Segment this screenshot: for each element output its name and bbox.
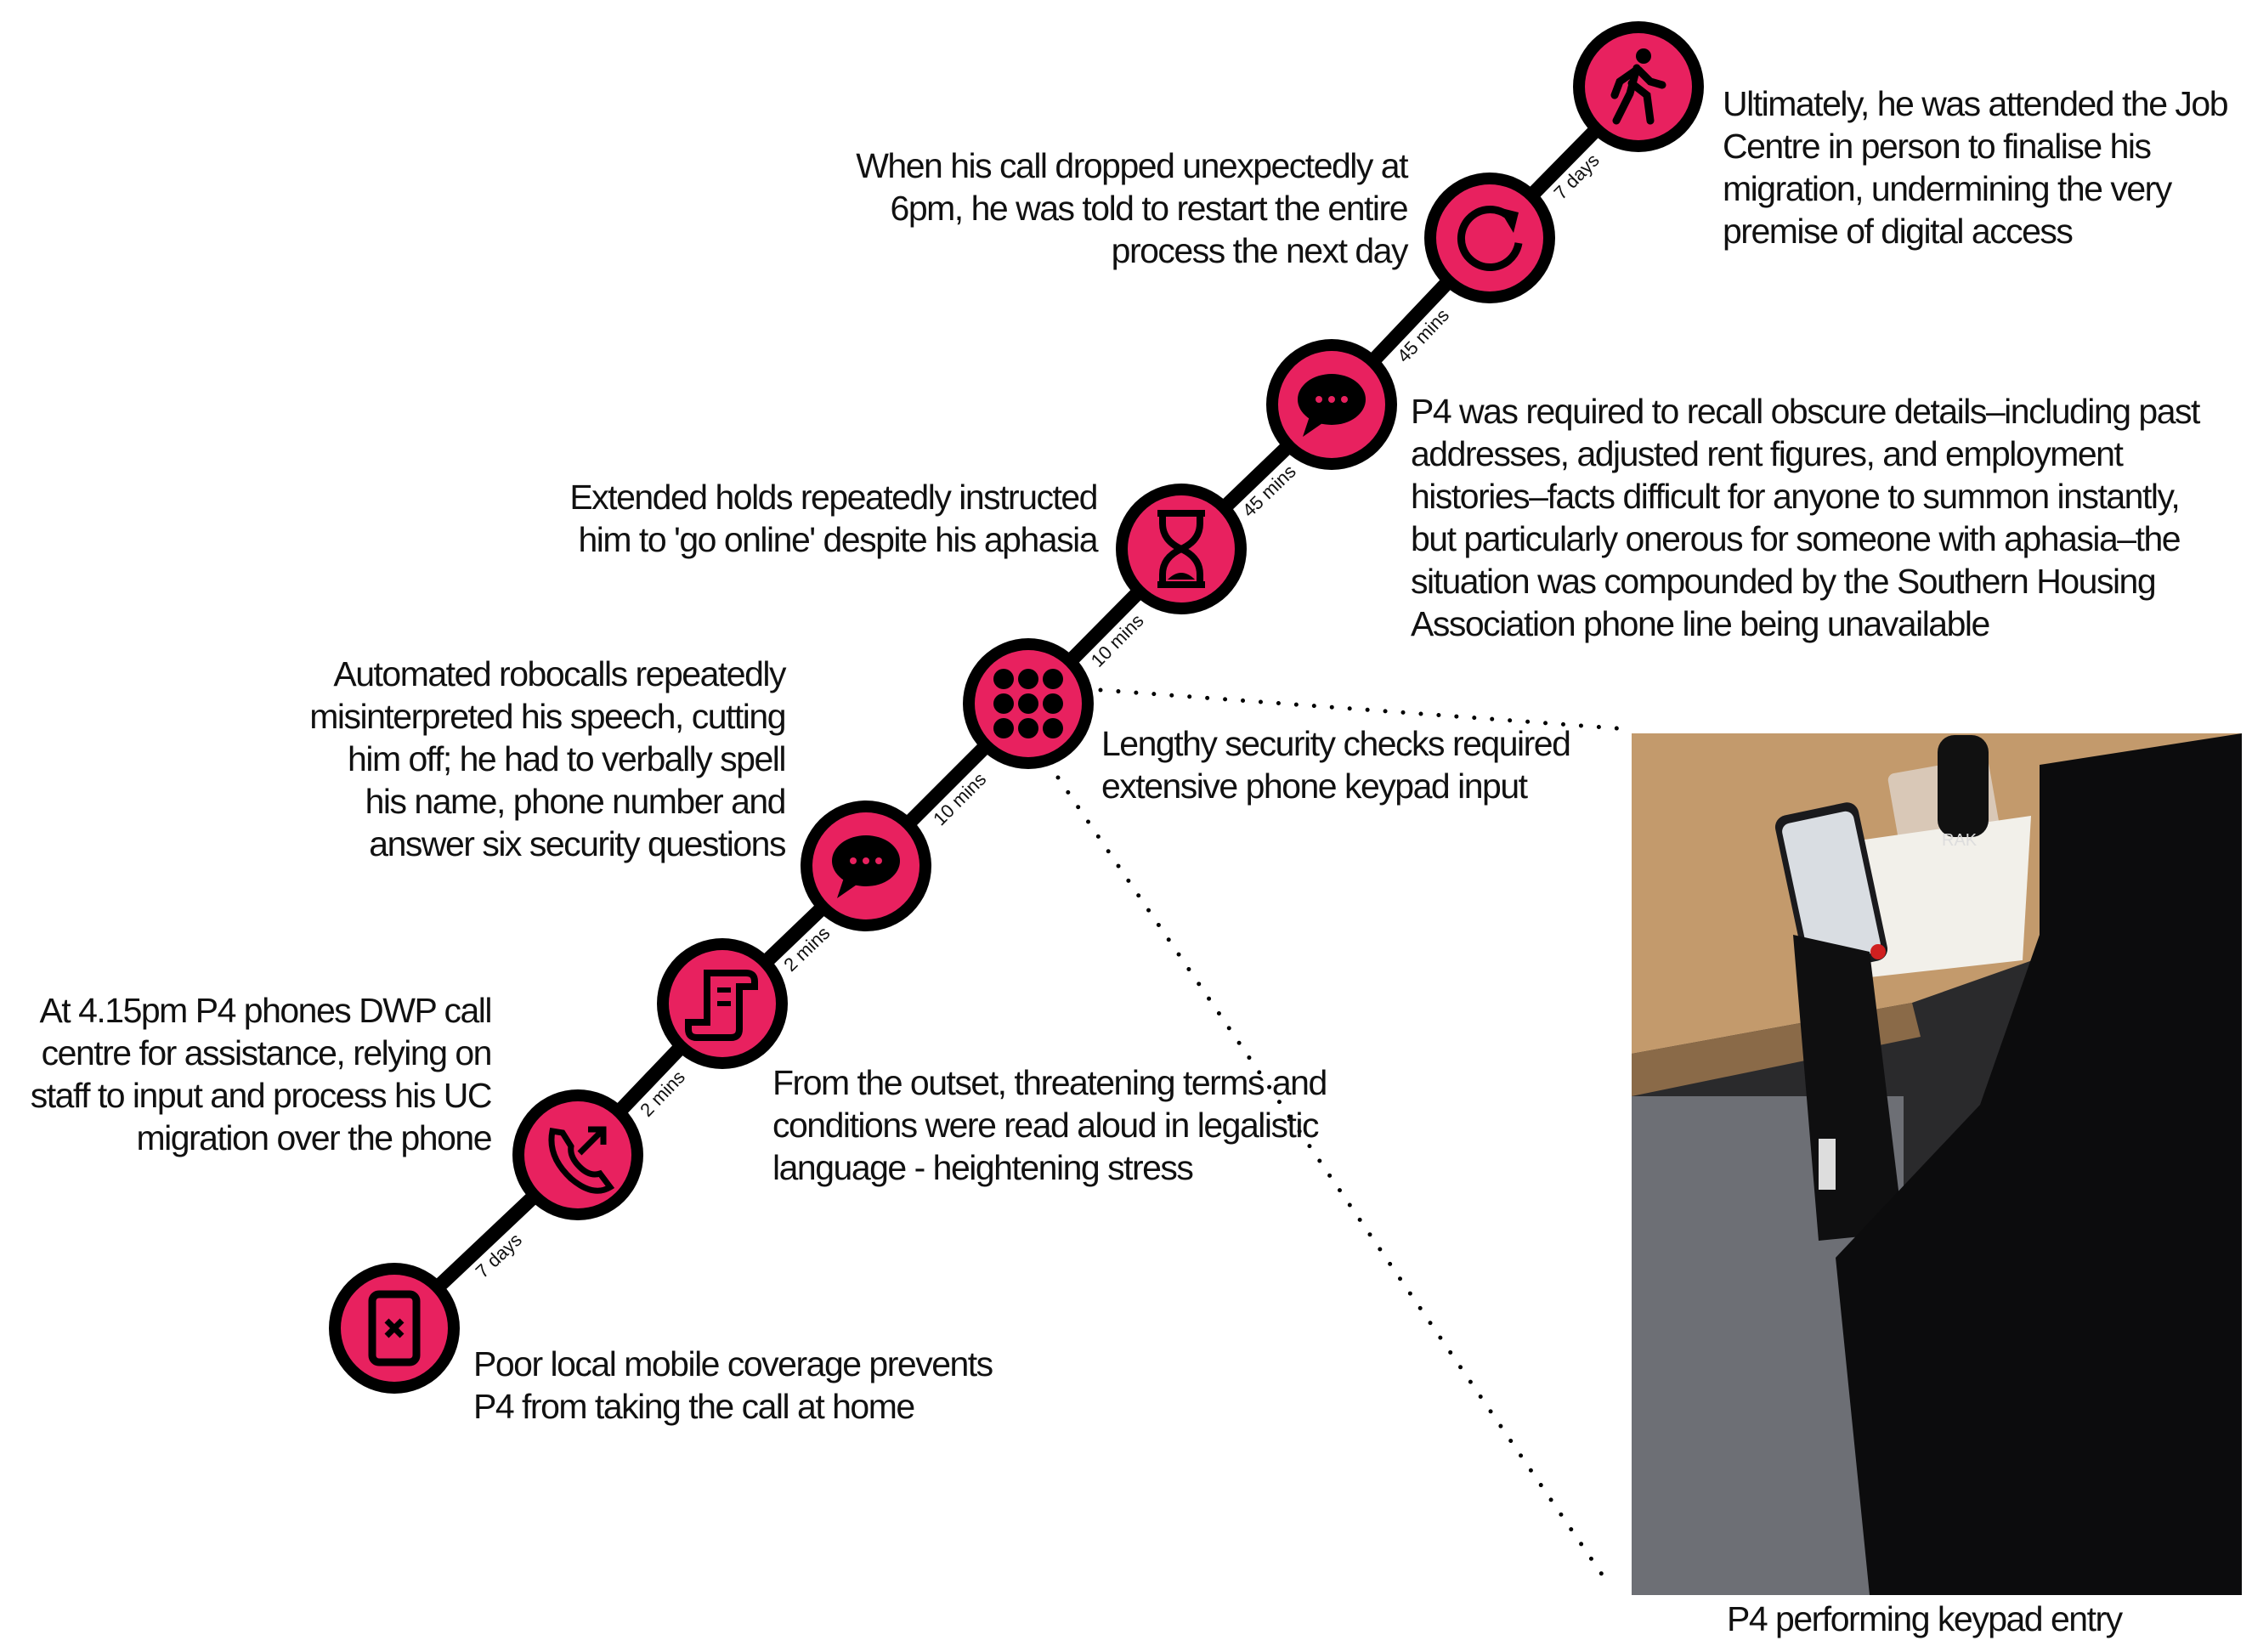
node-8-description: When his call dropped unexpectedly at 6p…	[856, 146, 1408, 270]
timeline-node-2	[512, 1089, 643, 1220]
timeline-node-9	[1573, 21, 1704, 152]
bottle-brand-text: RAK	[1942, 831, 1978, 850]
node-5-description: Lengthy security checks required extensi…	[1101, 724, 1571, 806]
callout-line-top	[1098, 687, 1630, 732]
node-2-description: At 4.15pm P4 phones DWP call centre for …	[30, 991, 493, 1157]
timeline-node-1	[329, 1263, 460, 1394]
node-3-description: From the outset, threatening terms and c…	[772, 1063, 1327, 1187]
phone-outgoing-icon	[548, 1126, 615, 1194]
phone-no-signal-icon	[368, 1290, 421, 1366]
refresh-icon	[1457, 206, 1523, 272]
scroll-icon	[685, 970, 758, 1041]
keypad-icon	[993, 669, 1063, 738]
callout-line-bottom	[1055, 775, 1609, 1583]
timeline-node-6	[1116, 484, 1247, 614]
node-fill	[524, 1101, 631, 1208]
photo-keypad-entry: RAK	[1632, 733, 2242, 1595]
photo-caption: P4 performing keypad entry	[1727, 1599, 2123, 1638]
node-9-description: Ultimately, he was attended the Job Cent…	[1723, 84, 2229, 251]
hourglass-icon	[1157, 510, 1205, 588]
chat-bubble-icon	[832, 835, 900, 898]
timeline-node-8	[1424, 173, 1555, 303]
node-4-description: Automated robocalls repeatedly misinterp…	[309, 654, 786, 863]
timeline-node-5	[963, 638, 1094, 769]
chat-bubble-icon	[1298, 374, 1366, 437]
timeline-node-7	[1266, 339, 1397, 470]
node-6-description: Extended holds repeatedly instructed him…	[569, 478, 1098, 559]
node-fill	[1436, 184, 1543, 291]
node-1-description: Poor local mobile coverage prevents P4 f…	[473, 1344, 993, 1426]
walking-person-icon	[1610, 48, 1666, 125]
node-7-description: P4 was required to recall obscure detail…	[1411, 392, 2200, 643]
timeline-node-3	[657, 938, 788, 1069]
timeline-node-4	[801, 801, 931, 931]
